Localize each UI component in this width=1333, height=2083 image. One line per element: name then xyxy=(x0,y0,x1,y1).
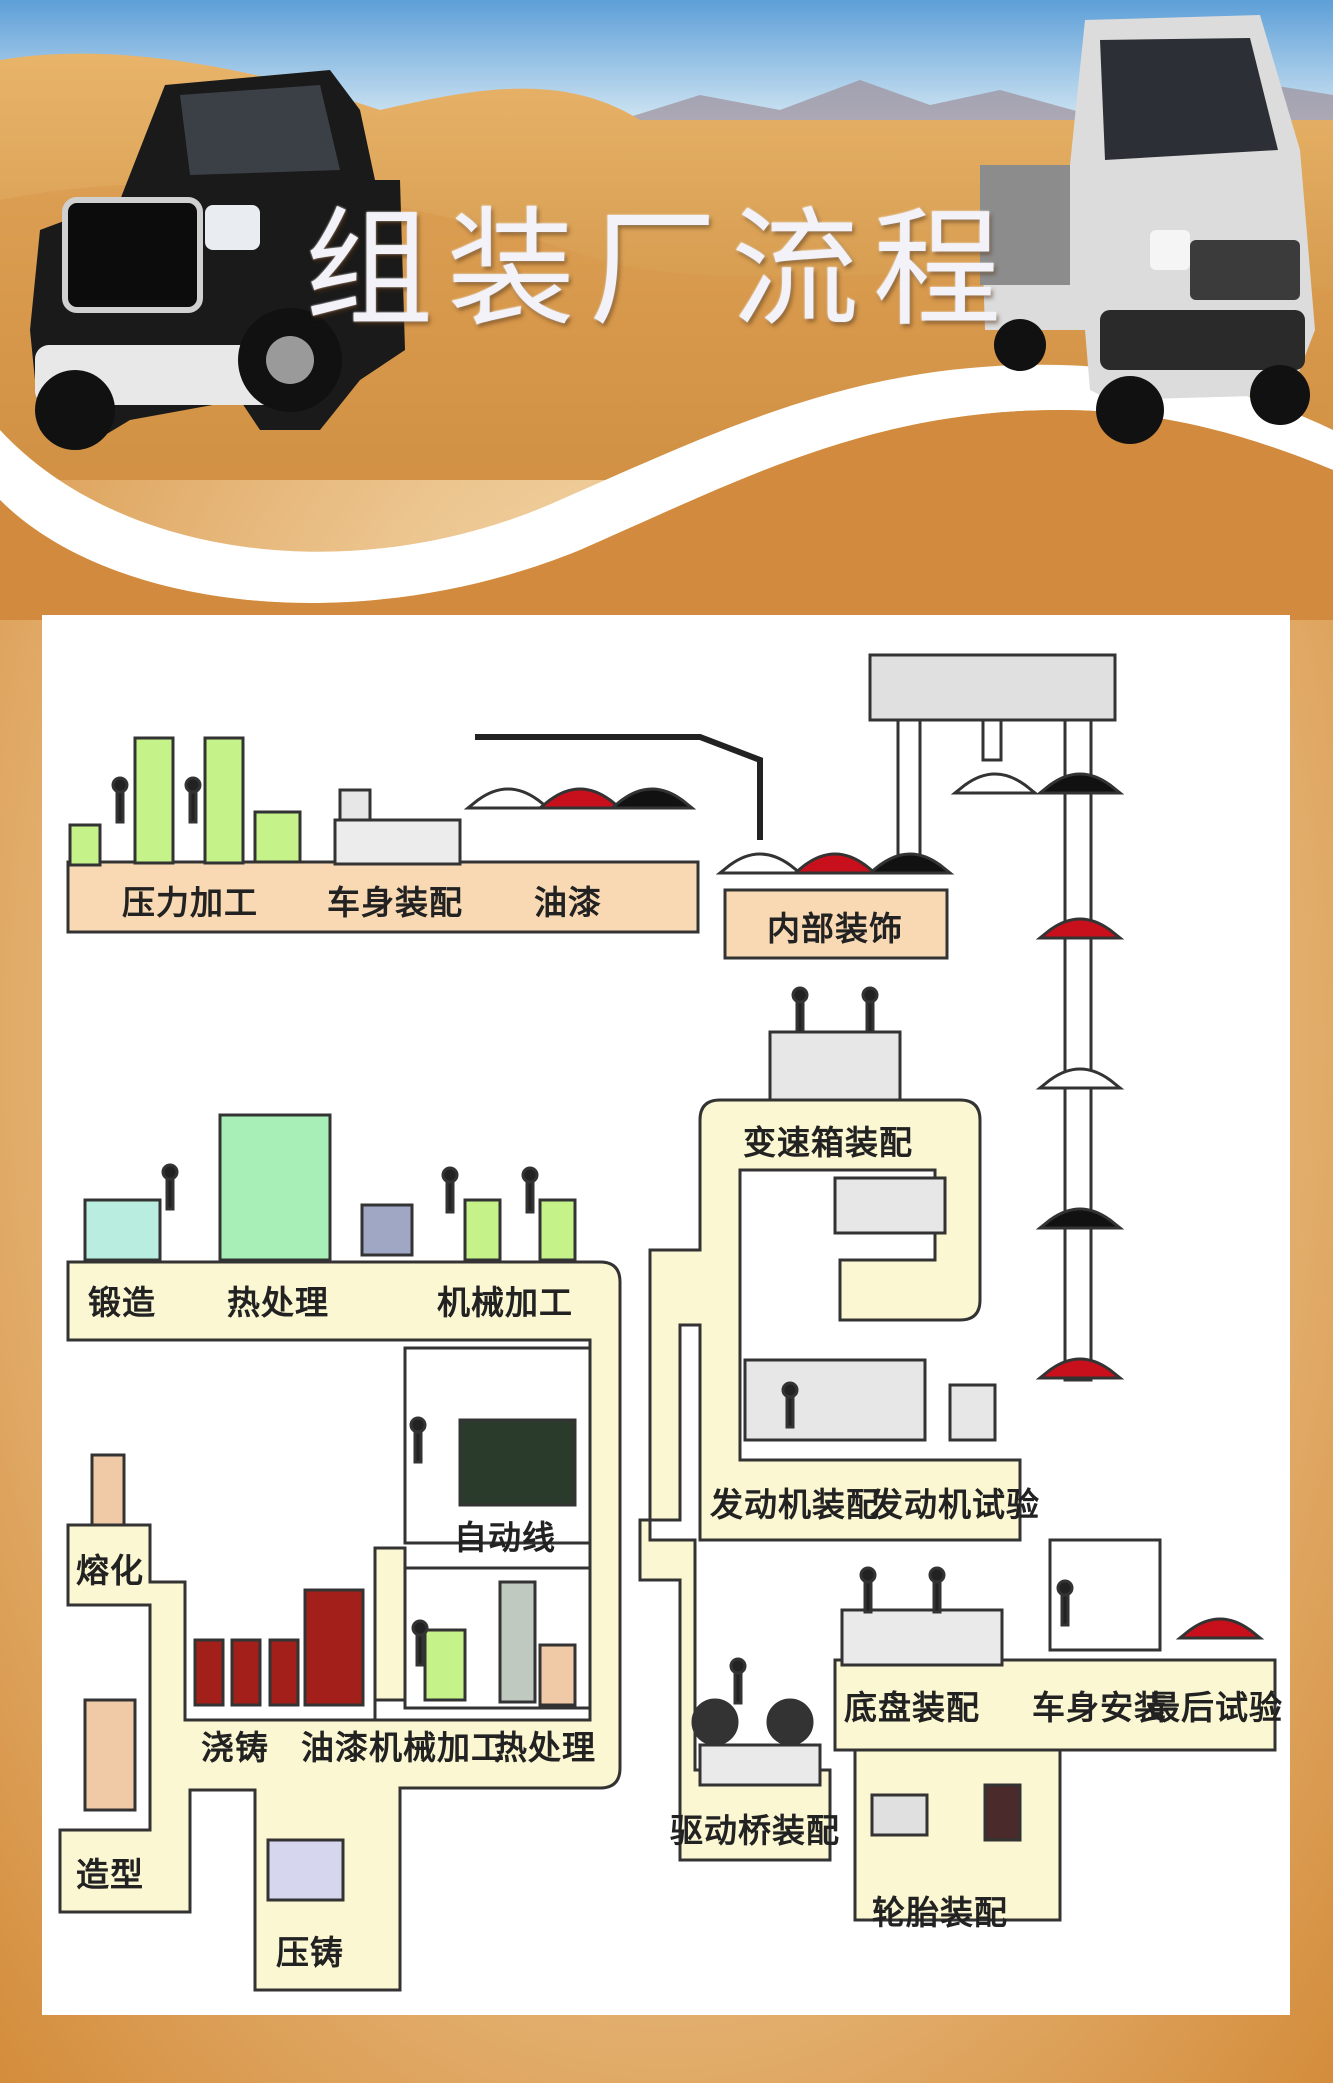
station-machining: 机械加工 xyxy=(437,1283,573,1322)
worker-icon xyxy=(111,776,1074,1705)
station-chassis: 底盘装配 xyxy=(844,1688,980,1727)
station-press: 压力加工 xyxy=(122,883,258,922)
station-casting: 浇铸 xyxy=(201,1728,269,1767)
page-title: 组装厂流程 xyxy=(304,195,1016,345)
station-auto-line: 自动线 xyxy=(454,1518,556,1557)
center-conveyor xyxy=(638,1098,1022,1862)
station-paint-top: 油漆 xyxy=(534,883,602,922)
interior-bar xyxy=(723,888,949,960)
machine-icon xyxy=(83,1030,1022,1902)
station-drive-axle: 驱动桥装配 xyxy=(670,1811,840,1850)
press-line-bar xyxy=(66,860,700,934)
vertical-conveyor xyxy=(1063,718,1093,1382)
station-forging: 锻造 xyxy=(88,1283,156,1322)
station-body-assembly: 车身装配 xyxy=(327,883,463,922)
station-engine-test: 发动机试验 xyxy=(870,1485,1040,1524)
pickup-truck-icon xyxy=(30,70,405,450)
station-melting: 熔化 xyxy=(76,1551,144,1590)
station-gearbox: 变速箱装配 xyxy=(743,1123,913,1162)
station-machining-2: 机械加工 xyxy=(369,1728,505,1767)
station-paint-bottom: 油漆 xyxy=(301,1728,369,1767)
station-heat-treat: 热处理 xyxy=(227,1283,329,1322)
station-die-casting: 压铸 xyxy=(276,1933,344,1972)
mini-truck-icon xyxy=(980,15,1315,444)
overhead-frame xyxy=(868,653,1117,722)
station-molding: 造型 xyxy=(76,1855,144,1894)
station-heat-treat-2: 热处理 xyxy=(494,1728,596,1767)
station-engine-assembly: 发动机装配 xyxy=(710,1485,880,1524)
machine-icon xyxy=(68,736,462,867)
station-interior: 内部装饰 xyxy=(767,909,903,948)
station-tire: 轮胎装配 xyxy=(872,1893,1008,1932)
station-body-mount: 车身安装 xyxy=(1032,1688,1168,1727)
station-final-test: 最后试验 xyxy=(1147,1688,1283,1727)
